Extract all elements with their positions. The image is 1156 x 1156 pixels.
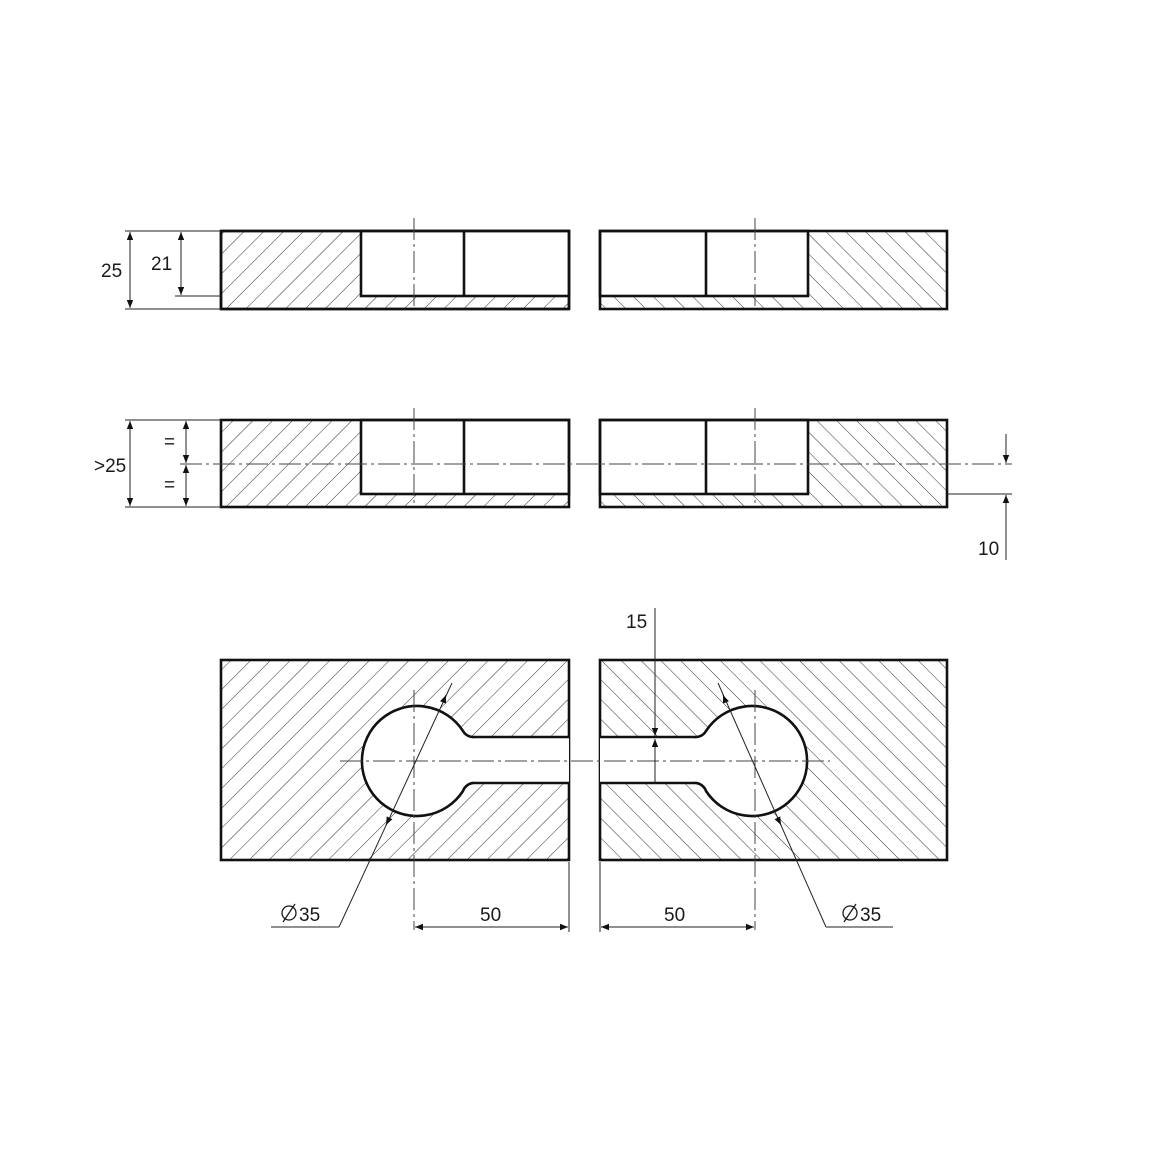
bottom-left-spacing-label: 50 (480, 905, 501, 926)
bottom-right-spacing-label: 50 (664, 905, 685, 926)
bottom-slot-width-label: 15 (626, 612, 647, 633)
bottom-left-block (219, 658, 571, 862)
middle-left-block (219, 408, 571, 509)
middle-overall-height-label: >25 (94, 456, 126, 477)
view-bottom: 50 50 15 35 (219, 608, 949, 932)
bottom-dimensions: 50 50 15 35 (271, 608, 893, 932)
bottom-right-diameter-label: 35 (860, 905, 881, 926)
left-diameter-symbol (281, 903, 297, 923)
middle-right-block (598, 408, 949, 509)
bottom-right-block (598, 658, 949, 862)
top-dimensions: 25 21 (101, 230, 221, 310)
top-pocket-depth-label: 21 (151, 254, 172, 275)
top-left-block (219, 218, 571, 311)
middle-half-lower-label: = (164, 475, 175, 496)
top-right-block (598, 218, 949, 311)
view-top: 25 21 (101, 218, 949, 311)
middle-dimensions: >25 = = 10 (94, 419, 1012, 560)
bottom-left-diameter-label: 35 (299, 905, 320, 926)
view-middle: >25 = = 10 (94, 408, 1012, 560)
middle-offset-label: 10 (978, 539, 999, 560)
top-overall-height-label: 25 (101, 261, 122, 282)
middle-half-upper-label: = (164, 432, 175, 453)
right-diameter-symbol (842, 903, 858, 923)
